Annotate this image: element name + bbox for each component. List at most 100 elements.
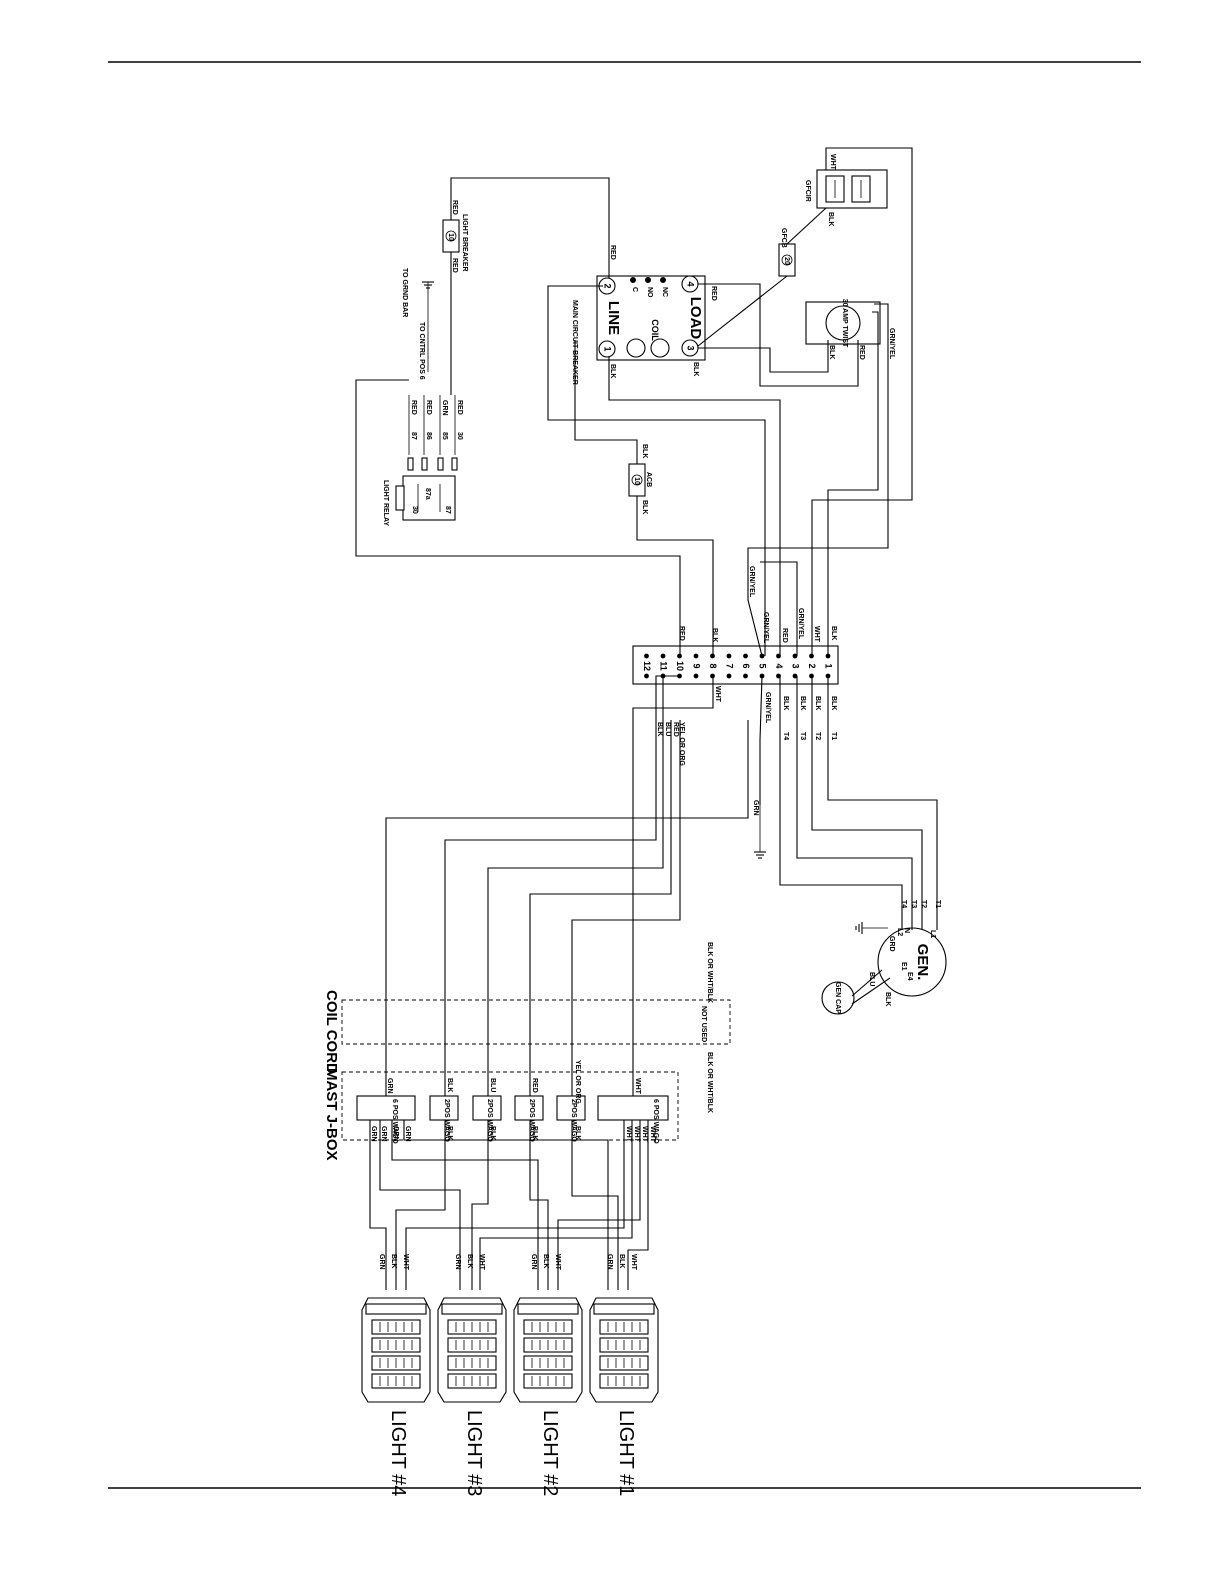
light-label: LIGHT #3	[463, 1410, 485, 1496]
svg-text:2POS WAGO: 2POS WAGO	[443, 1099, 450, 1142]
tb-terminal-dot	[644, 673, 649, 679]
light-label: LIGHT #4	[387, 1410, 409, 1496]
svg-text:T4: T4	[782, 732, 789, 740]
svg-text:BLK: BLK	[446, 1078, 453, 1092]
tb-terminal-dot	[743, 673, 748, 679]
svg-text:RED: RED	[451, 200, 458, 215]
svg-text:COIL CORD: COIL CORD	[323, 990, 340, 1074]
svg-text:BLK: BLK	[609, 364, 616, 378]
tb-terminal-number: 3	[791, 663, 801, 668]
tb-terminal-dot	[660, 653, 666, 659]
svg-text:BLK: BLK	[489, 1126, 496, 1140]
svg-text:WHT: WHT	[714, 686, 721, 703]
tb-terminal-number: 1	[824, 663, 834, 668]
coil-circle-right	[650, 338, 670, 358]
tb-terminal-number: 8	[708, 663, 718, 668]
svg-text:MAST J-BOX: MAST J-BOX	[323, 1068, 340, 1161]
frame-ground: GRN	[752, 800, 766, 859]
svg-text:GRN: GRN	[386, 1078, 393, 1094]
wago-6pos-left	[356, 1095, 416, 1121]
svg-text:GRN/YEL: GRN/YEL	[764, 692, 771, 724]
svg-text:GRN: GRN	[380, 1126, 387, 1142]
tb-terminal-number: 2	[807, 663, 817, 668]
svg-text:BLK OR WHT/BLK: BLK OR WHT/BLK	[706, 942, 713, 1003]
svg-text:BLK: BLK	[531, 1126, 538, 1140]
svg-text:GRN/YEL: GRN/YEL	[797, 608, 804, 640]
svg-text:85: 85	[441, 432, 448, 440]
light-bracket	[365, 1303, 427, 1315]
svg-text:87a: 87a	[424, 488, 431, 500]
tb-terminal-dot	[726, 653, 732, 659]
svg-text:RED: RED	[456, 400, 463, 415]
svg-text:GEN CAP: GEN CAP	[834, 982, 841, 1014]
svg-text:BLK: BLK	[641, 444, 648, 458]
svg-text:WHT: WHT	[813, 626, 820, 643]
svg-text:RED: RED	[710, 286, 717, 301]
coil-label: COIL	[650, 319, 660, 341]
svg-text:WHT: WHT	[634, 1078, 641, 1095]
svg-text:BLK: BLK	[656, 722, 663, 736]
tb-terminal-dot	[792, 653, 798, 659]
svg-text:RED: RED	[858, 345, 865, 360]
coil-circle-left	[626, 338, 646, 358]
svg-text:3: 3	[686, 345, 696, 350]
svg-text:NO: NO	[646, 287, 653, 298]
light-lead-label: WHT	[630, 1254, 637, 1271]
light-lead-label: GRN	[454, 1254, 461, 1270]
svg-text:TO CNTRL POS 6: TO CNTRL POS 6	[418, 322, 425, 380]
svg-text:87: 87	[410, 432, 417, 440]
tb-terminal-number: 6	[741, 663, 751, 668]
svg-text:BLK: BLK	[814, 696, 821, 710]
svg-text:L2: L2	[896, 928, 903, 936]
svg-text:WHT: WHT	[641, 1126, 648, 1143]
tb-terminal-dot	[743, 653, 748, 659]
svg-text:GRN: GRN	[392, 1126, 399, 1142]
svg-text:LIGHT BREAKER: LIGHT BREAKER	[461, 214, 468, 272]
svg-text:10: 10	[447, 233, 454, 241]
light-bracket	[517, 1303, 579, 1315]
svg-text:10: 10	[633, 477, 640, 485]
mast-j-box: MAST J-BOX 6 POS WAGO 6 POS WAGO 2POS WA…	[323, 1068, 679, 1161]
svg-text:2: 2	[603, 283, 613, 288]
svg-text:WHT: WHT	[633, 1126, 640, 1143]
svg-text:6 POS WAGO: 6 POS WAGO	[391, 1099, 398, 1144]
svg-text:BLK: BLK	[782, 696, 789, 710]
svg-text:GRN/YEL: GRN/YEL	[748, 566, 755, 598]
svg-text:RED: RED	[531, 1078, 538, 1093]
svg-text:GFCB: GFCB	[780, 228, 787, 248]
svg-text:NC: NC	[661, 287, 668, 297]
tb-terminal-number: 11	[659, 661, 669, 671]
svg-text:WHT: WHT	[625, 1126, 632, 1143]
wago-2pos-red	[514, 1095, 544, 1121]
tb-terminal-number: 10	[675, 661, 685, 671]
svg-text:GRN/YEL: GRN/YEL	[762, 612, 769, 644]
tb-terminal-dot	[726, 673, 732, 679]
light-lead-label: GRN	[606, 1254, 613, 1270]
svg-text:BLK: BLK	[828, 345, 835, 359]
svg-text:4: 4	[686, 281, 696, 286]
tb-terminal-number: 12	[642, 661, 652, 671]
wago-2pos-blk	[429, 1095, 459, 1121]
tb-terminal-dot	[792, 673, 798, 679]
light-lead-label: BLK	[542, 1254, 549, 1268]
svg-text:GRN: GRN	[752, 800, 759, 816]
svg-text:RED: RED	[425, 400, 432, 415]
svg-text:6 POS WAGO: 6 POS WAGO	[652, 1099, 659, 1144]
line-label: LINE	[605, 301, 622, 335]
svg-text:GRD: GRD	[888, 936, 895, 952]
tb-terminal-number: 7	[725, 663, 735, 668]
light-lead-label: BLK	[466, 1254, 473, 1268]
svg-text:BLK: BLK	[799, 696, 806, 710]
gfci-receptacle: GFCIR	[804, 169, 888, 209]
gen-cap	[821, 981, 855, 1015]
svg-text:T4: T4	[900, 900, 907, 908]
light-lead-label: WHT	[402, 1254, 409, 1271]
svg-text:NOT USED: NOT USED	[700, 1006, 707, 1042]
light-label: LIGHT #1	[615, 1410, 637, 1496]
svg-text:RED: RED	[410, 400, 417, 415]
svg-text:RED: RED	[609, 245, 616, 260]
svg-text:GRN: GRN	[370, 1126, 377, 1142]
